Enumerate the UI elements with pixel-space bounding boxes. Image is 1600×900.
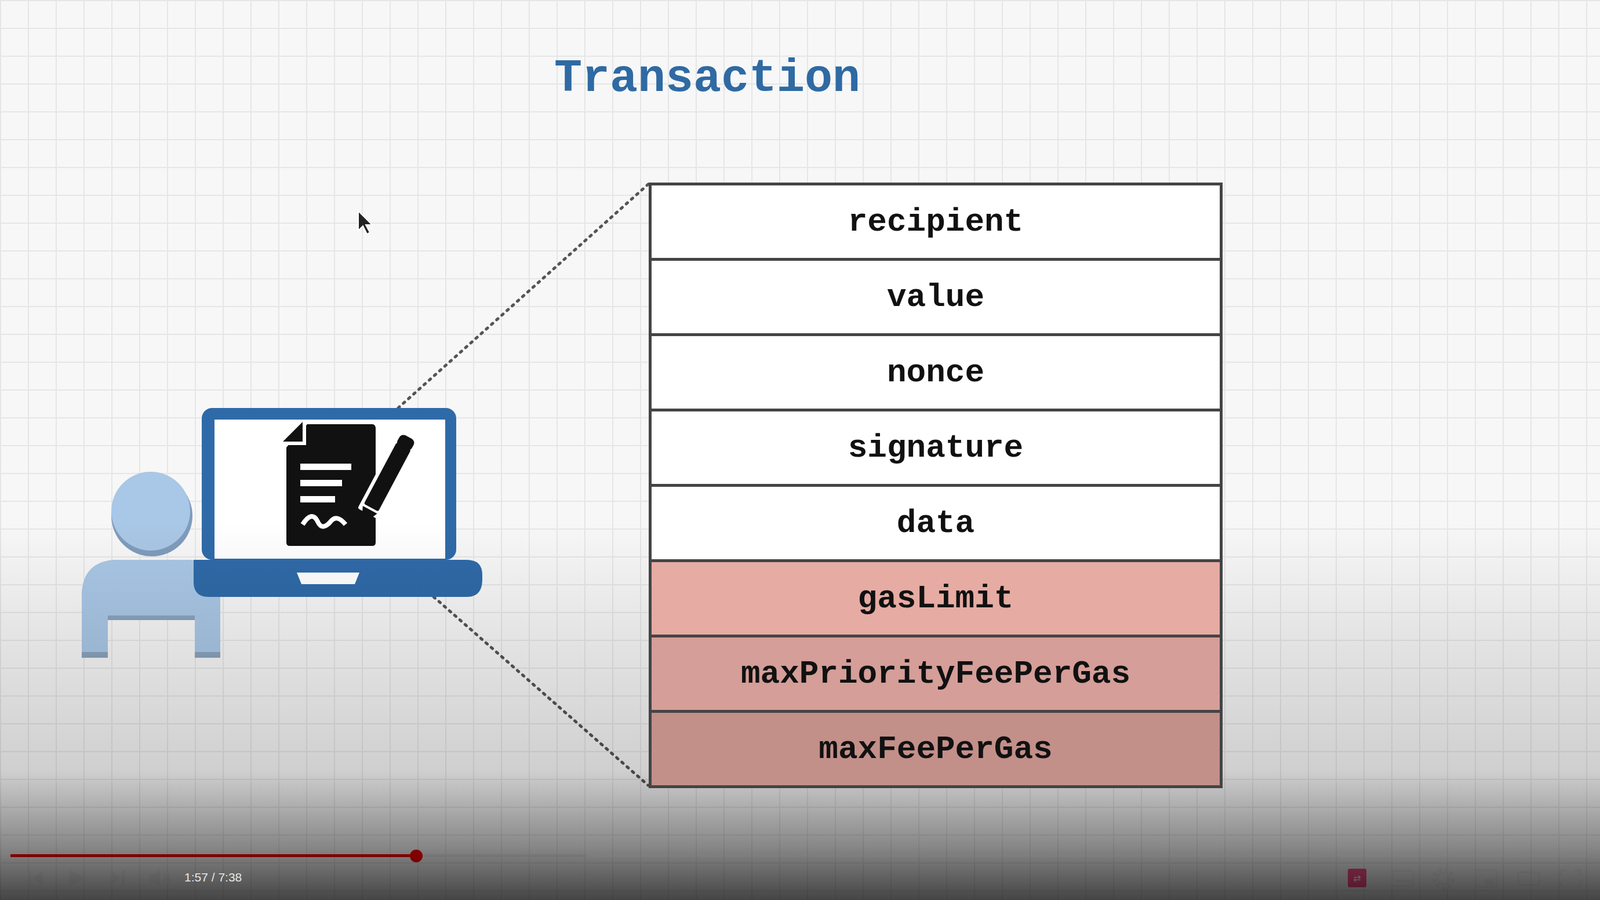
field-name: signature xyxy=(848,429,1024,467)
field-name: gasLimit xyxy=(857,580,1014,618)
title-wrap: Transaction xyxy=(0,51,1600,107)
field-name: data xyxy=(896,504,975,543)
field-row: maxFeePerGas xyxy=(648,710,1223,789)
dotted-line xyxy=(382,184,649,423)
svg-text:⇄: ⇄ xyxy=(1353,873,1361,885)
field-name: maxFeePerGas xyxy=(818,731,1053,769)
field-row: maxPriorityFeePerGas xyxy=(648,634,1223,714)
field-row: signature xyxy=(648,408,1223,487)
field-row: recipient xyxy=(648,182,1223,261)
laptop-icon xyxy=(193,408,483,598)
mouse-cursor xyxy=(358,211,373,235)
field-name: maxPriorityFeePerGas xyxy=(740,655,1131,693)
field-name: recipient xyxy=(848,203,1024,241)
field-row: nonce xyxy=(648,333,1223,412)
field-row: value xyxy=(648,257,1223,337)
field-row: gasLimit xyxy=(648,559,1223,638)
field-row: data xyxy=(648,484,1223,563)
video-player-controls: ⇄ xyxy=(10,849,1590,889)
field-name: nonce xyxy=(886,354,985,392)
video-time: 1:57 / 7:38 xyxy=(184,870,242,885)
field-name: value xyxy=(886,278,985,316)
document-icon xyxy=(282,422,420,547)
title: Transaction xyxy=(554,52,861,105)
